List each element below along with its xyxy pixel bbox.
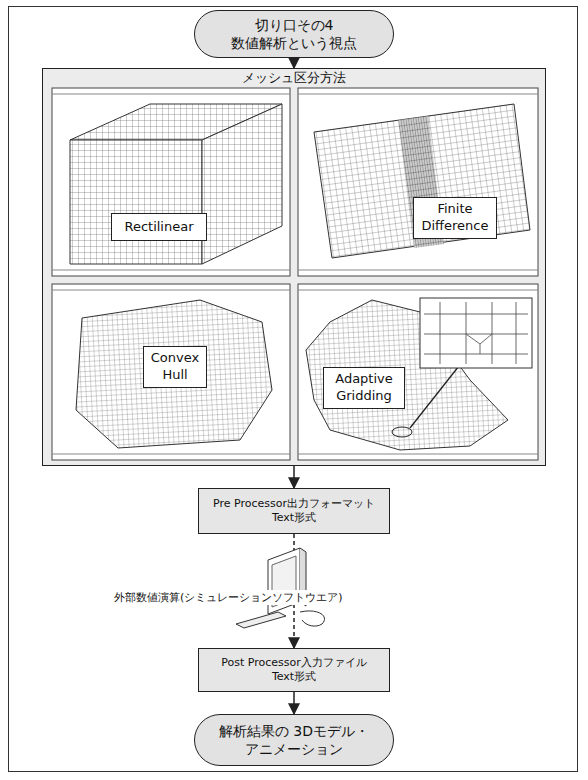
end-pill: 解析結果の 3Dモデル・アニメーション — [194, 714, 394, 766]
node-text: Convex Hull — [150, 350, 200, 384]
mesh-panel: メッシュ区分方法 Rectilinear Finite DifferenceConv… — [42, 68, 546, 466]
method-label: Finite Difference — [413, 197, 497, 239]
start-pill: 切り口その4 数値解析という視点 — [194, 10, 394, 58]
node-text: Pre Processor出力フォーマット Text形式 — [205, 497, 383, 526]
computer-icon — [236, 548, 325, 628]
panel-ground — [42, 68, 546, 466]
flow-arrow — [293, 58, 295, 68]
node-text: 切り口その4 数値解析という視点 — [201, 16, 387, 52]
node-text: Adaptive Gridding — [330, 371, 398, 405]
screenshot-adaptive-gridding — [298, 284, 538, 460]
node-text: Finite Difference — [420, 201, 490, 235]
process-box: Post Processor入力ファイル Text形式 — [198, 648, 390, 692]
method-label: Rectilinear — [111, 213, 207, 241]
process-box: Pre Processor出力フォーマット Text形式 — [198, 488, 390, 534]
screenshot-convex-hull — [52, 284, 290, 460]
node-text: メッシュ区分方法 — [242, 70, 346, 87]
flow-arrow — [293, 466, 295, 488]
screenshot-rectilinear — [52, 88, 290, 276]
method-label: Convex Hull — [143, 346, 207, 388]
node-text: Rectilinear — [124, 219, 193, 236]
flow-arrow — [293, 692, 295, 714]
method-label: Adaptive Gridding — [323, 367, 405, 409]
note-label: 外部数値演算(シミュレーションソフトウエア) — [112, 590, 345, 605]
screenshot-finite-difference — [298, 88, 538, 276]
node-text: 解析結果の 3Dモデル・アニメーション — [201, 722, 387, 758]
node-text: Post Processor入力ファイル Text形式 — [205, 656, 383, 685]
